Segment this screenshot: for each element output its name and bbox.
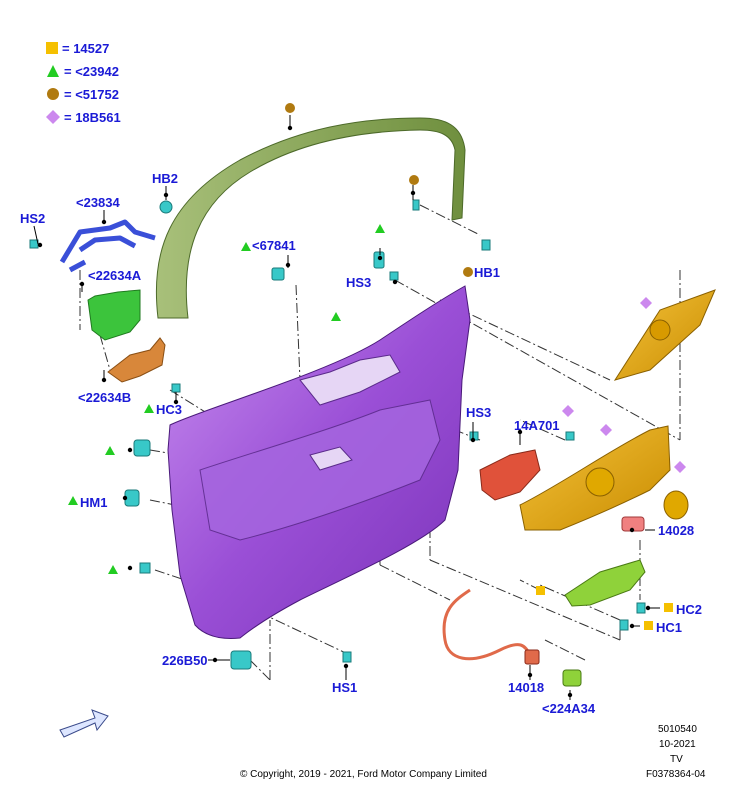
wiring-harness: [442, 588, 532, 661]
pull-cup: [309, 446, 353, 471]
legend-text: = 14527: [62, 40, 110, 56]
legend-text: = <51752: [64, 86, 119, 102]
label-22634b: <22634B: [78, 390, 132, 405]
callout-dots: [37, 125, 651, 698]
circle-icon: [47, 88, 59, 100]
callout-leaders: [33, 115, 660, 700]
legend-text: = <23942: [64, 63, 119, 79]
door-frame-trim: [155, 117, 466, 319]
label-hs1: HS1: [332, 680, 358, 695]
label-hb2: HB2: [152, 171, 179, 186]
label-hm1: HM1: [80, 495, 108, 510]
bezel-opening: [585, 467, 615, 497]
label-23834: <23834: [76, 195, 120, 210]
legend-row-circle: = <51752: [46, 86, 119, 102]
legend-row-square: = 14527: [46, 40, 109, 56]
label-67841: <67841: [252, 238, 296, 253]
square-icon: [46, 42, 58, 54]
legend-text: = 18B561: [64, 109, 121, 125]
label-22634a: <22634A: [88, 268, 142, 283]
legend-row-diamond: = 18B561: [46, 109, 121, 125]
doc-tv: TV: [670, 754, 683, 765]
insert-hole: [649, 319, 671, 341]
label-14018: 14018: [508, 680, 545, 695]
callout-symbols: [68, 103, 686, 630]
speaker-grille: [663, 490, 689, 520]
label-226b50: 226B50: [162, 653, 208, 668]
doc-number: 5010540: [658, 724, 697, 735]
legend-row-triangle: = <23942: [46, 63, 119, 79]
label-hc1: HC1: [656, 620, 683, 635]
doc-date: 10-2021: [659, 739, 696, 750]
bracket-22634b: [107, 337, 166, 383]
label-hc3: HC3: [156, 402, 183, 417]
fasteners: [29, 199, 646, 687]
label-hs3-top: HS3: [346, 275, 372, 290]
label-14a701: 14A701: [514, 418, 560, 433]
label-hs2: HS2: [20, 211, 46, 226]
label-224a34: <224A34: [542, 701, 596, 716]
label-hs3-mid: HS3: [466, 405, 492, 420]
bracket-22634a: [87, 289, 141, 341]
part-14a701: [479, 449, 541, 501]
switch-panel: [564, 559, 646, 607]
bracket-23834: [59, 219, 156, 273]
label-hc2: HC2: [676, 602, 703, 617]
diamond-icon: [46, 110, 60, 124]
figure-id: F0378364-04: [646, 769, 706, 780]
direction-arrow: [59, 709, 109, 738]
handle-opening: [299, 354, 401, 406]
copyright: © Copyright, 2019 - 2021, Ford Motor Com…: [240, 769, 487, 780]
label-hb1: HB1: [474, 265, 501, 280]
label-14028: 14028: [658, 523, 695, 538]
triangle-icon: [47, 65, 59, 77]
